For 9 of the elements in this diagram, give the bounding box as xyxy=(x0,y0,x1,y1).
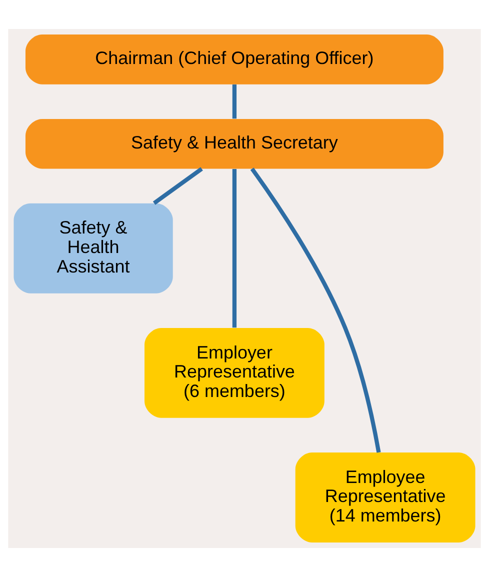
node-box: Chairman (Chief Operating Officer) xyxy=(25,34,444,84)
node-box: Safety & Health Secretary xyxy=(25,118,444,168)
connector xyxy=(152,166,203,204)
connector xyxy=(232,84,237,118)
node-box: Safety & Health Assistant xyxy=(14,202,173,293)
node-box: Employee Representative (14 members) xyxy=(295,452,476,542)
connector xyxy=(250,167,381,452)
node-box: Employer Representative (6 members) xyxy=(144,327,324,418)
connector xyxy=(232,168,237,328)
